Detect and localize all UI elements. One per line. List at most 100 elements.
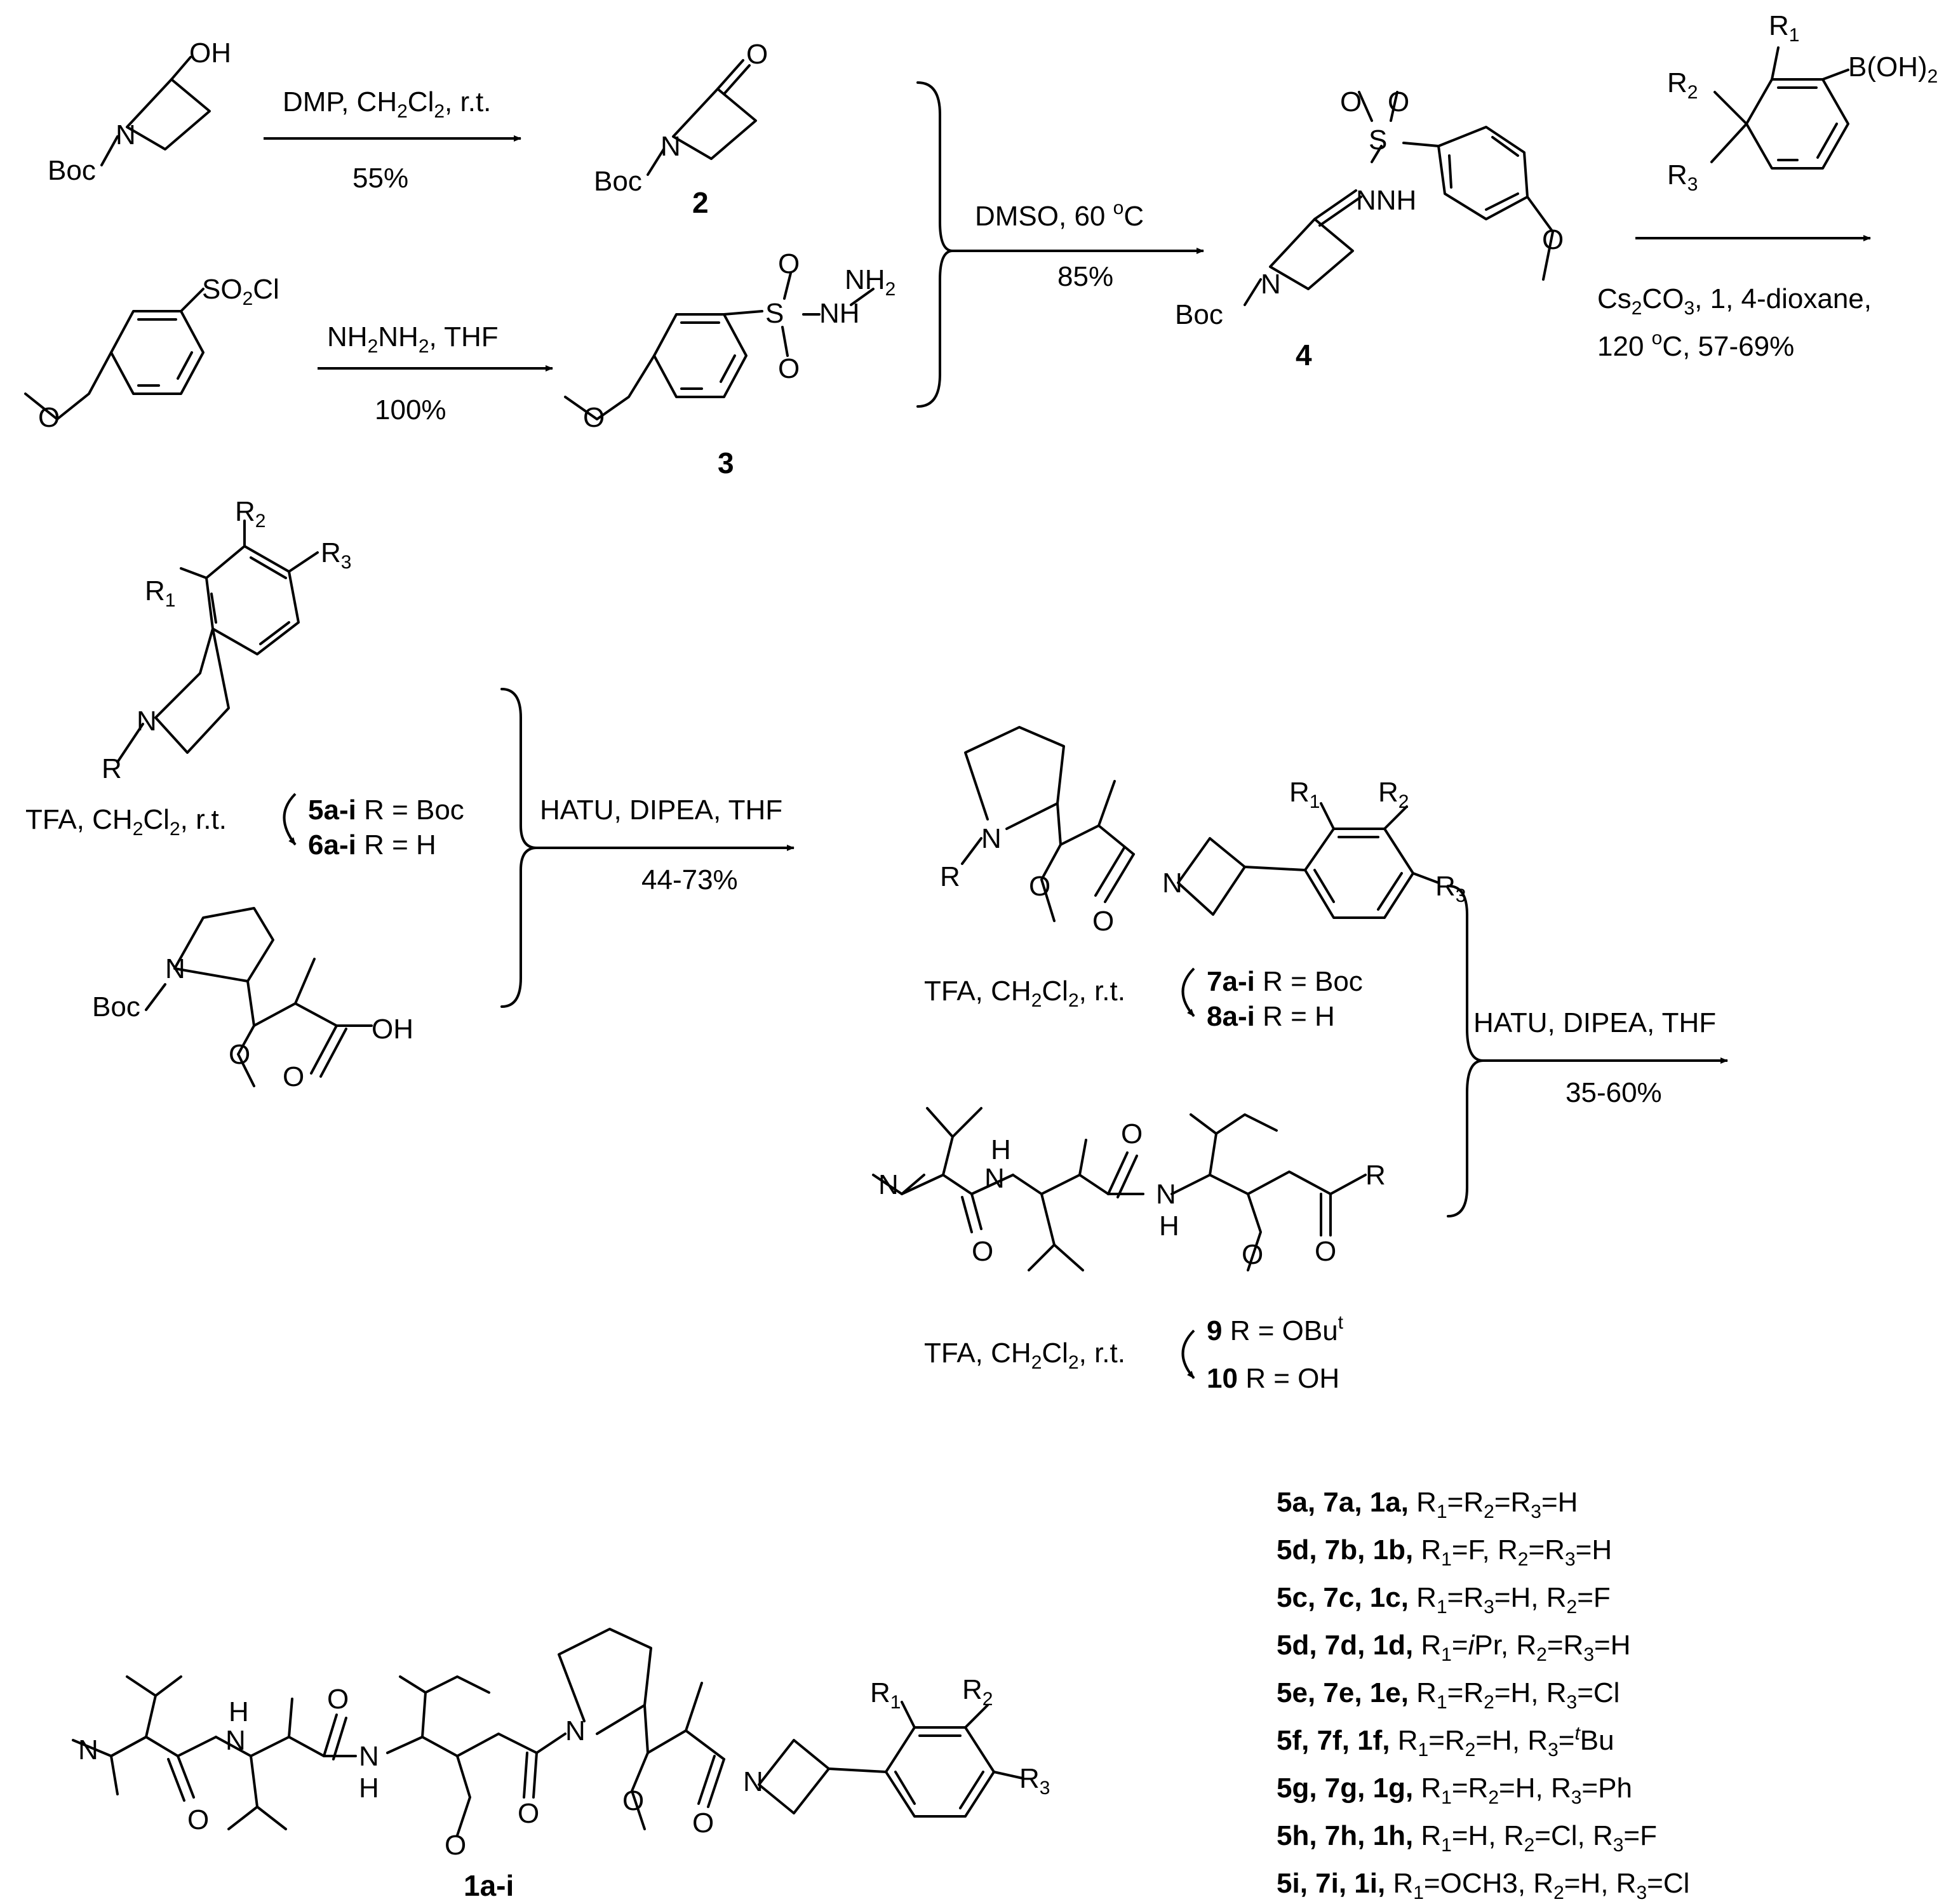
deprotection-arrow-3: TFA, CH2Cl2, r.t. 9 R = OBut 10 R = OH bbox=[924, 1312, 1344, 1394]
atom-n: N bbox=[165, 953, 185, 984]
substituent-table: 5a, 7a, 1a, R1=R2=R3=H 5d, 7b, 1b, R1=F,… bbox=[1277, 1487, 1689, 1903]
compound-4-hydrazone: NNH S O O O N Boc 4 bbox=[1175, 86, 1564, 372]
svg-text:5i, 7i, 1i, R1=OCH3, R2=H, R3=: 5i, 7i, 1i, R1=OCH3, R2=H, R3=Cl bbox=[1277, 1868, 1689, 1903]
reaction-5-yield: 44-73% bbox=[641, 864, 738, 895]
atom-o: O bbox=[445, 1830, 466, 1861]
atom-nnh: NNH bbox=[1356, 185, 1416, 216]
svg-text:5d, 7b, 1b, R1=F, R2=R3=H: 5d, 7b, 1b, R1=F, R2=R3=H bbox=[1277, 1534, 1612, 1570]
svg-text:5d, 7d, 1d, R1=iPr, R2=R3=H: 5d, 7d, 1d, R1=iPr, R2=R3=H bbox=[1277, 1630, 1630, 1665]
atom-o: O bbox=[1315, 1236, 1336, 1267]
reaction-arrow-6: HATU, DIPEA, THF 35-60% bbox=[1473, 1007, 1728, 1108]
substituent-row: 5f, 7f, 1f, R1=R2=H, R3=tBu bbox=[1277, 1723, 1614, 1760]
atom-o: O bbox=[622, 1785, 644, 1816]
deprotection-2-conditions: TFA, CH2Cl2, r.t. bbox=[924, 975, 1125, 1011]
atom-r2: R2 bbox=[235, 496, 265, 532]
atom-n: N bbox=[137, 706, 157, 737]
atom-o: O bbox=[1388, 86, 1409, 117]
compound-8-label: 8a-i R = H bbox=[1207, 1001, 1335, 1032]
atom-boc: Boc bbox=[594, 166, 642, 197]
svg-text:5g, 7g, 1g, R1=R2=H, R3=Ph: 5g, 7g, 1g, R1=R2=H, R3=Ph bbox=[1277, 1773, 1632, 1808]
reaction-3-conditions: DMSO, 60 oC bbox=[975, 198, 1144, 232]
compound-9-tripeptide: N H N O O N H O O R bbox=[872, 1107, 1386, 1271]
atom-n: N bbox=[565, 1715, 586, 1746]
reaction-4-conditions-line1: Cs2CO3, 1, 4-dioxane, bbox=[1597, 283, 1872, 319]
atom-s: S bbox=[1369, 124, 1387, 156]
reaction-arrow-5: HATU, DIPEA, THF 44-73% bbox=[537, 794, 795, 895]
atom-r2: R2 bbox=[1378, 777, 1409, 812]
atom-o: O bbox=[778, 248, 800, 279]
atom-r1: R1 bbox=[1289, 777, 1320, 812]
reaction-3-yield: 85% bbox=[1057, 261, 1113, 292]
atom-n: N bbox=[116, 119, 136, 151]
atom-r3: R3 bbox=[321, 537, 351, 573]
compound-7-coupled-product: N R O O N R1 R2 R3 bbox=[940, 726, 1466, 937]
compound-6-label: 6a-i R = H bbox=[308, 829, 436, 861]
combine-brace-3 bbox=[1447, 885, 1484, 1217]
svg-text:5a, 7a, 1a, R1=R2=R3=H: 5a, 7a, 1a, R1=R2=R3=H bbox=[1277, 1487, 1578, 1522]
reaction-2-yield: 100% bbox=[375, 394, 446, 426]
combine-brace-1 bbox=[916, 81, 954, 408]
atom-o: O bbox=[1340, 86, 1362, 117]
reaction-6-conditions: HATU, DIPEA, THF bbox=[1473, 1007, 1716, 1038]
deprotection-arrow-2: TFA, CH2Cl2, r.t. 7a-i R = Boc 8a-i R = … bbox=[924, 966, 1363, 1032]
atom-o: O bbox=[692, 1807, 714, 1839]
compound-label-4: 4 bbox=[1296, 339, 1312, 372]
atom-r2: R2 bbox=[1667, 67, 1698, 103]
compound-boc-dolaproine: N Boc O O OH bbox=[92, 907, 413, 1092]
atom-n: N bbox=[878, 1169, 899, 1200]
atom-h: H bbox=[991, 1134, 1011, 1165]
atom-o: O bbox=[1092, 906, 1114, 937]
atom-o: O bbox=[187, 1804, 209, 1835]
atom-boc: Boc bbox=[48, 155, 96, 186]
atom-n: N bbox=[1162, 868, 1183, 899]
compound-sulfonyl-chloride: SO2Cl O bbox=[24, 274, 279, 433]
atom-o: O bbox=[972, 1236, 993, 1267]
atom-r: R bbox=[940, 861, 960, 892]
compound-label-3: 3 bbox=[718, 446, 734, 479]
atom-o: O bbox=[518, 1798, 539, 1829]
atom-o: O bbox=[1542, 224, 1564, 255]
atom-o: O bbox=[1029, 871, 1050, 902]
svg-text:5f, 7f, 1f, R1=R2=H, R3=tBu: 5f, 7f, 1f, R1=R2=H, R3=tBu bbox=[1277, 1723, 1614, 1760]
compound-2-azetidinone: O N Boc 2 bbox=[594, 39, 768, 219]
atom-h: H bbox=[359, 1773, 379, 1804]
compound-5-label: 5a-i R = Boc bbox=[308, 794, 464, 826]
atom-r3: R3 bbox=[1019, 1763, 1050, 1799]
deprotection-3-conditions: TFA, CH2Cl2, r.t. bbox=[924, 1337, 1125, 1373]
atom-o: O bbox=[283, 1061, 304, 1092]
atom-o: O bbox=[1121, 1118, 1143, 1150]
substituent-row: 5i, 7i, 1i, R1=OCH3, R2=H, R3=Cl bbox=[1277, 1868, 1689, 1903]
reaction-4-conditions-line2: 120 oC, 57-69% bbox=[1597, 328, 1794, 362]
compound-3-sulfonylhydrazide: S O O NH NH2 O 3 bbox=[564, 248, 895, 479]
atom-r3: R3 bbox=[1435, 871, 1466, 906]
reaction-1-yield: 55% bbox=[352, 163, 408, 194]
atom-oh: OH bbox=[189, 37, 231, 69]
svg-text:5e, 7e, 1e, R1=R2=H, R3=Cl: 5e, 7e, 1e, R1=R2=H, R3=Cl bbox=[1277, 1677, 1619, 1713]
atom-o: O bbox=[746, 39, 768, 70]
atom-r1: R1 bbox=[870, 1677, 901, 1713]
substituent-row: 5g, 7g, 1g, R1=R2=H, R3=Ph bbox=[1277, 1773, 1632, 1808]
deprotection-1-conditions: TFA, CH2Cl2, r.t. bbox=[25, 804, 227, 840]
reaction-6-yield: 35-60% bbox=[1566, 1077, 1662, 1108]
atom-n: N bbox=[1156, 1179, 1176, 1210]
atom-n: N bbox=[984, 1163, 1005, 1194]
atom-r3: R3 bbox=[1667, 159, 1698, 195]
atom-r: R bbox=[102, 753, 122, 784]
reaction-arrow-2: NH2NH2, THF 100% bbox=[318, 321, 553, 426]
atom-r1: R1 bbox=[1769, 10, 1799, 46]
atom-boc: Boc bbox=[1175, 299, 1223, 330]
reaction-2-conditions: NH2NH2, THF bbox=[327, 321, 499, 357]
atom-r2: R2 bbox=[962, 1674, 993, 1710]
substituent-row: 5h, 7h, 1h, R1=H, R2=Cl, R3=F bbox=[1277, 1820, 1657, 1856]
atom-b-oh2: B(OH)2 bbox=[1848, 51, 1938, 87]
atom-nh2: NH2 bbox=[845, 264, 895, 300]
deprotection-arrow-1: TFA, CH2Cl2, r.t. 5a-i R = Boc 6a-i R = … bbox=[25, 793, 464, 861]
atom-so2cl: SO2Cl bbox=[202, 274, 279, 309]
compound-boronic-acid: R1 B(OH)2 R2 R3 bbox=[1667, 10, 1938, 195]
compound-label-2: 2 bbox=[692, 186, 709, 219]
atom-n: N bbox=[743, 1766, 763, 1797]
reaction-5-conditions: HATU, DIPEA, THF bbox=[540, 794, 782, 826]
atom-o: O bbox=[38, 402, 60, 433]
atom-n: N bbox=[78, 1734, 98, 1766]
